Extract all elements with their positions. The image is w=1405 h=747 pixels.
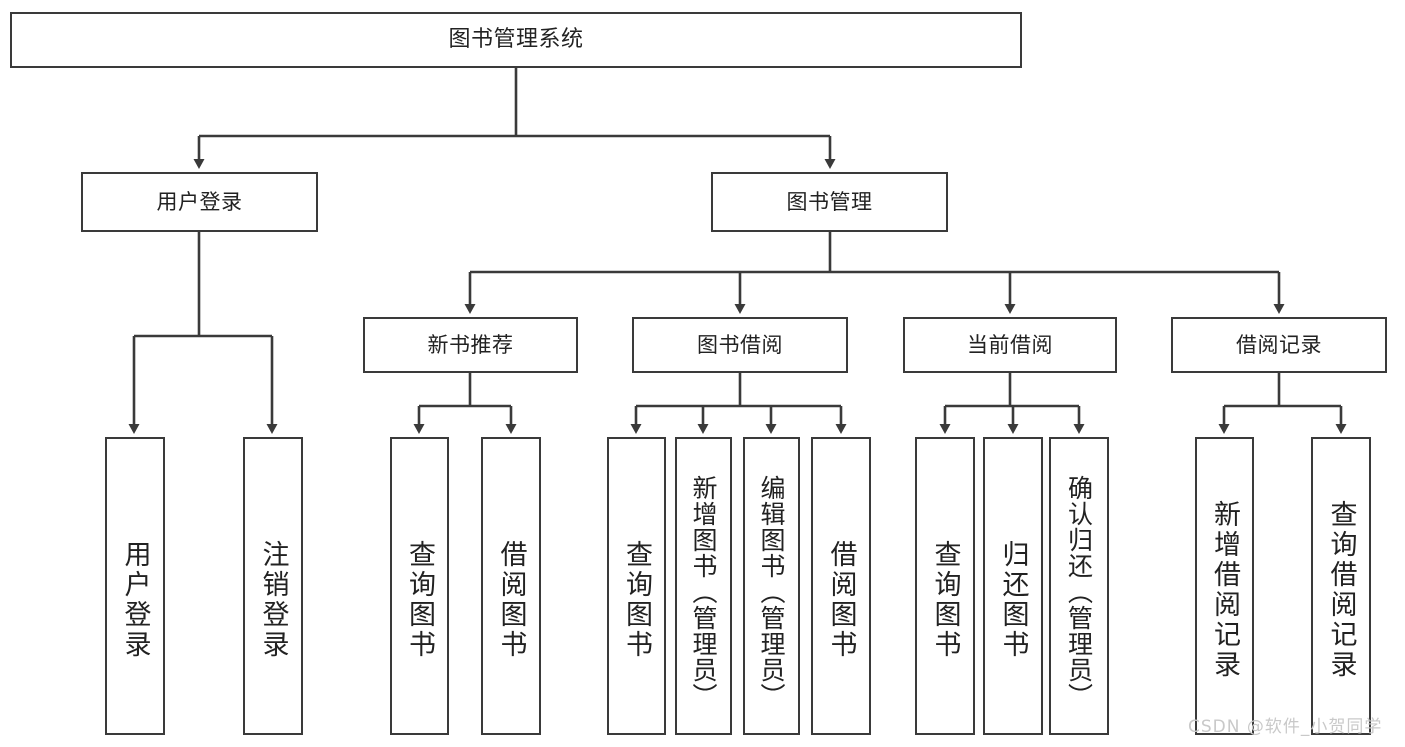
leaf-book-borrow-4-label: 借阅图书 xyxy=(825,540,857,660)
node-new-book-rec[interactable]: 新书推荐 xyxy=(363,317,578,373)
leaf-current-borrow-2[interactable]: 归还图书 xyxy=(983,437,1043,735)
leaf-borrow-record-2[interactable]: 查询借阅记录 xyxy=(1311,437,1371,735)
leaf-new-book-rec-2[interactable]: 借阅图书 xyxy=(481,437,541,735)
leaf-borrow-record-1-label: 新增借阅记录 xyxy=(1209,500,1240,680)
leaf-book-borrow-4[interactable]: 借阅图书 xyxy=(811,437,871,735)
node-new-book-rec-label: 新书推荐 xyxy=(427,332,514,357)
node-root-label: 图书管理系统 xyxy=(448,27,584,53)
node-book-borrow-label: 图书借阅 xyxy=(697,332,783,357)
node-current-borrow[interactable]: 当前借阅 xyxy=(903,317,1117,373)
leaf-current-borrow-3[interactable]: 确认归还（管理员） xyxy=(1049,437,1109,735)
leaf-borrow-record-1[interactable]: 新增借阅记录 xyxy=(1195,437,1254,735)
leaf-current-borrow-2-label: 归还图书 xyxy=(997,540,1029,660)
node-root[interactable]: 图书管理系统 xyxy=(10,12,1022,68)
leaf-new-book-rec-2-label: 借阅图书 xyxy=(495,540,527,660)
leaf-user-login-1[interactable]: 用户登录 xyxy=(105,437,165,735)
node-book-borrow[interactable]: 图书借阅 xyxy=(632,317,848,373)
leaf-book-borrow-1[interactable]: 查询图书 xyxy=(607,437,666,735)
leaf-borrow-record-2-label: 查询借阅记录 xyxy=(1325,500,1357,680)
node-book-manage[interactable]: 图书管理 xyxy=(711,172,948,232)
leaf-new-book-rec-1-label: 查询图书 xyxy=(404,540,435,660)
leaf-new-book-rec-1[interactable]: 查询图书 xyxy=(390,437,449,735)
leaf-user-login-2[interactable]: 注销登录 xyxy=(243,437,303,735)
leaf-book-borrow-3-label: 编辑图书（管理员） xyxy=(757,475,786,709)
node-borrow-record-label: 借阅记录 xyxy=(1236,332,1322,357)
leaf-current-borrow-1[interactable]: 查询图书 xyxy=(915,437,975,735)
leaf-user-login-1-label: 用户登录 xyxy=(119,540,151,660)
leaf-current-borrow-3-label: 确认归还（管理员） xyxy=(1064,475,1094,709)
node-user-login[interactable]: 用户登录 xyxy=(81,172,318,232)
node-borrow-record[interactable]: 借阅记录 xyxy=(1171,317,1387,373)
leaf-book-borrow-2[interactable]: 新增图书（管理员） xyxy=(675,437,732,735)
leaf-user-login-2-label: 注销登录 xyxy=(257,540,289,660)
leaf-book-borrow-1-label: 查询图书 xyxy=(621,540,652,660)
node-current-borrow-label: 当前借阅 xyxy=(967,332,1053,357)
leaf-book-borrow-2-label: 新增图书（管理员） xyxy=(689,475,718,709)
leaf-current-borrow-1-label: 查询图书 xyxy=(929,540,961,660)
node-book-manage-label: 图书管理 xyxy=(786,189,873,214)
leaf-book-borrow-3[interactable]: 编辑图书（管理员） xyxy=(743,437,800,735)
node-user-login-label: 用户登录 xyxy=(156,189,243,214)
